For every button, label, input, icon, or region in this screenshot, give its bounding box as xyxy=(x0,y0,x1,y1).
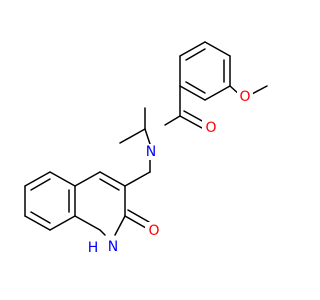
bond xyxy=(179,41,206,57)
bond xyxy=(99,171,126,187)
bond xyxy=(164,115,181,126)
double-bond-inner xyxy=(185,81,206,94)
ring-nitrogen-label: N xyxy=(108,239,118,255)
double-bond-inner xyxy=(124,215,147,229)
bond xyxy=(179,85,206,101)
bond xyxy=(99,229,106,236)
amide-nitrogen-label: N xyxy=(146,144,156,160)
double-bond-inner xyxy=(183,110,205,123)
bond xyxy=(49,171,76,187)
atom-labels: O O N O N H xyxy=(86,88,253,256)
carbonyl-oxygen-label: O xyxy=(205,120,216,136)
double-bond-inner xyxy=(127,209,150,223)
bond xyxy=(119,128,146,144)
bond xyxy=(24,171,51,187)
quinolinone-oxygen-label: O xyxy=(148,223,159,239)
bond xyxy=(124,171,151,187)
bond xyxy=(144,128,151,145)
bond xyxy=(74,215,101,231)
double-bond-inner xyxy=(30,178,51,191)
double-bond-inner xyxy=(30,211,51,224)
bond xyxy=(24,215,51,231)
bond xyxy=(114,215,126,236)
ring-nh-hydrogen-label: H xyxy=(88,240,99,256)
chemical-structure-diagram: O O N O N H xyxy=(24,41,268,256)
bond xyxy=(204,85,231,101)
double-bond-inner xyxy=(185,48,206,61)
bond xyxy=(74,171,101,187)
bond xyxy=(204,41,231,57)
bond xyxy=(49,215,76,231)
bond-lines xyxy=(24,41,268,236)
methoxy-oxygen-label: O xyxy=(239,89,250,105)
bond xyxy=(179,115,203,129)
double-bond-inner xyxy=(99,178,120,191)
